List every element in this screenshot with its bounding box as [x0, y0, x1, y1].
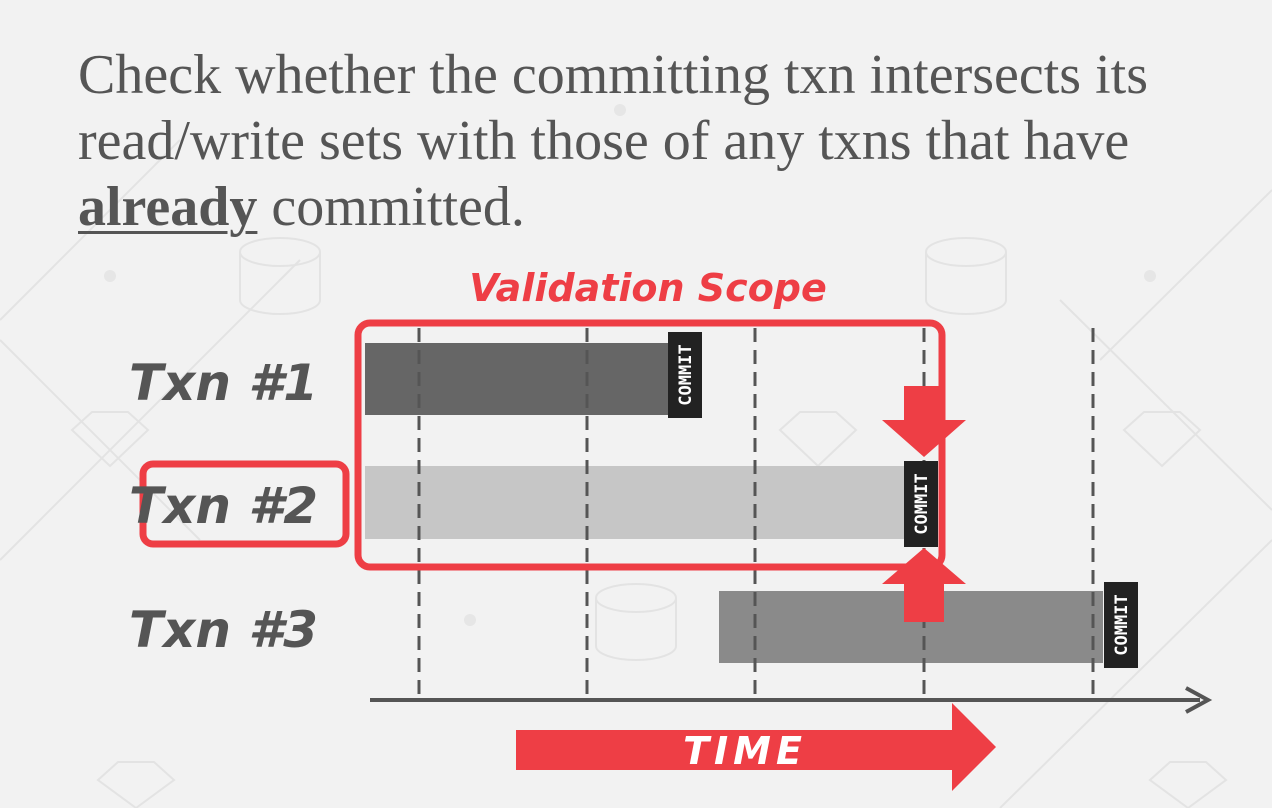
txn-1-label: Txn #1	[129, 354, 318, 412]
validation-scope-label: Validation Scope	[469, 266, 827, 310]
txn-2-commit-label: COMMIT	[912, 473, 932, 534]
diamond-icon	[778, 411, 858, 468]
time-label: TIME	[683, 729, 807, 773]
heading-text: Check whether the committing txn interse…	[78, 42, 1258, 240]
txn-1-bar	[365, 343, 673, 415]
txn-2-label: Txn #2	[129, 477, 318, 535]
heading-part-2: committed.	[257, 176, 525, 238]
arrow-down-icon	[882, 386, 966, 457]
database-icon	[239, 237, 321, 315]
heading-emphasis: already	[78, 176, 258, 238]
database-icon	[595, 583, 677, 661]
txn-1-commit-label: COMMIT	[676, 344, 696, 405]
diamond-icon	[1122, 411, 1202, 468]
arrow-up-icon	[882, 548, 966, 622]
diamond-icon	[1148, 761, 1228, 808]
txn-1-commit-marker: COMMIT	[668, 332, 702, 418]
time-arrow	[516, 703, 996, 791]
txn-3-commit-marker: COMMIT	[1104, 582, 1138, 668]
diamond-icon	[96, 761, 176, 808]
validation-scope-box	[354, 319, 946, 571]
time-axis	[370, 686, 1213, 714]
txn-2-commit-marker: COMMIT	[904, 461, 938, 547]
txn-3-commit-label: COMMIT	[1112, 594, 1132, 655]
txn-2-bar	[365, 466, 910, 539]
database-icon	[925, 237, 1007, 315]
diamond-icon	[70, 411, 150, 468]
time-axis-arrowhead-icon	[1185, 686, 1213, 714]
txn-2-highlight-box	[139, 460, 350, 548]
txn-3-label: Txn #3	[129, 601, 318, 659]
heading-part-1: Check whether the committing txn interse…	[78, 44, 1148, 172]
